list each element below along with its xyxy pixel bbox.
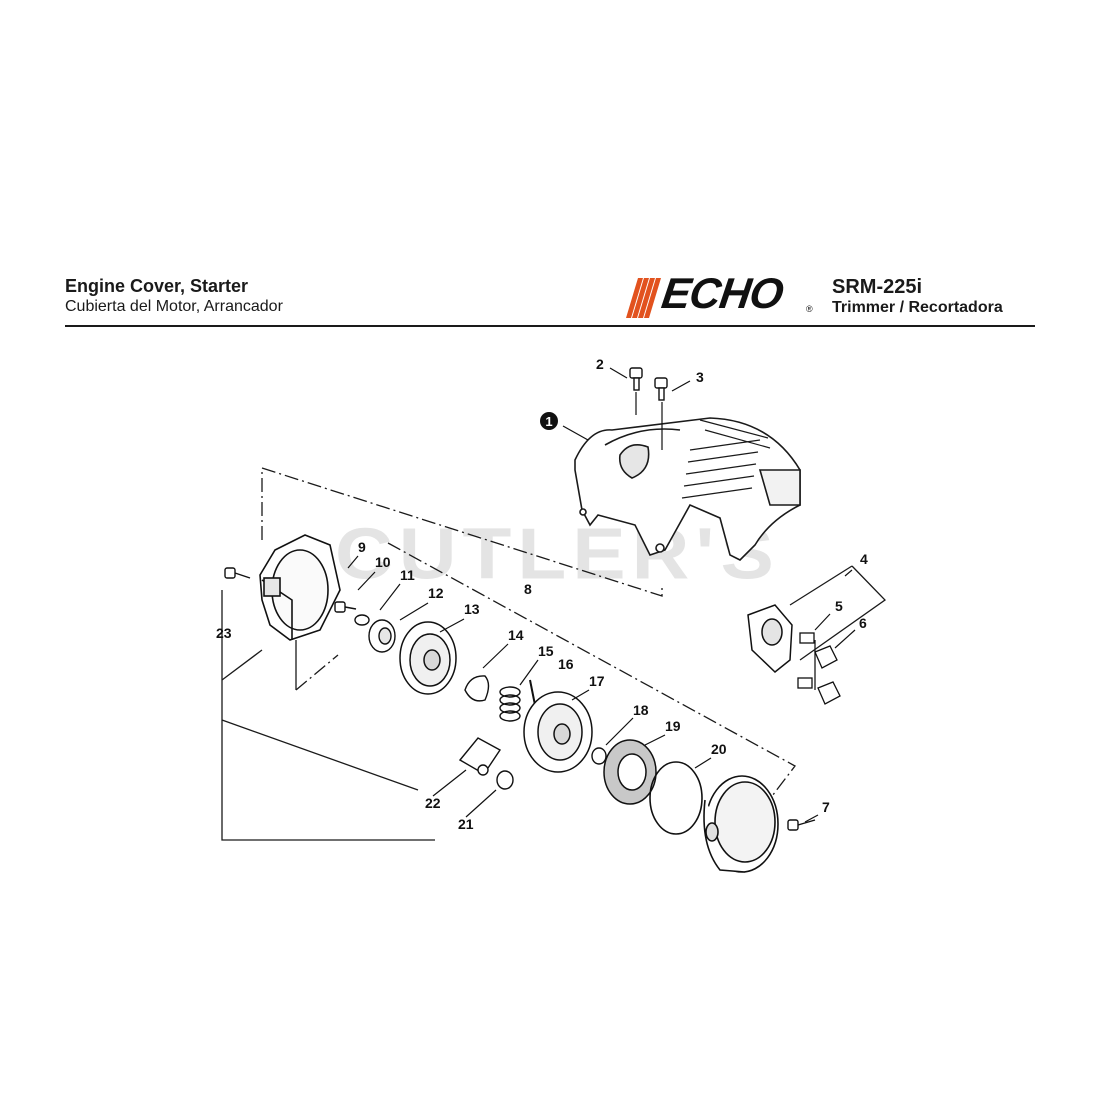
callout-8: 8: [524, 581, 532, 597]
starter-case: [259, 534, 341, 641]
spring-case-19: [603, 739, 657, 805]
callout-2: 2: [596, 356, 604, 372]
callout-13: 13: [464, 601, 480, 617]
callout-3: 3: [696, 369, 704, 385]
page-title: Engine Cover, Starter: [65, 276, 249, 296]
watermark: CUTLER'S: [335, 513, 780, 594]
assembly-guide-lines: [221, 467, 886, 841]
pawl-6: [814, 645, 841, 705]
washer-11: [354, 614, 370, 626]
grip-21: [496, 770, 514, 790]
callout-14: 14: [508, 627, 524, 643]
callout-21: 21: [458, 816, 474, 832]
callout-18: 18: [633, 702, 649, 718]
logo-stripes-icon: [626, 278, 661, 318]
callout-16: 16: [558, 656, 574, 672]
callout-19: 19: [665, 718, 681, 734]
registered-mark: ®: [806, 304, 813, 314]
callout-5: 5: [835, 598, 843, 614]
ring-20: [649, 761, 703, 835]
page-header: Engine Cover, Starter Cubierta del Motor…: [0, 0, 1100, 340]
callout-leaders: [347, 555, 856, 823]
header-rule: [65, 325, 1035, 327]
callout-15: 15: [538, 643, 554, 659]
callout-1-marker: [540, 412, 558, 430]
callout-11: 11: [400, 567, 415, 583]
callout-23: 23: [216, 625, 232, 641]
callout-9: 9: [358, 539, 366, 555]
callout-10: 10: [375, 554, 391, 570]
reel-13: [399, 621, 457, 695]
engine-cover: [574, 417, 801, 561]
callout-22: 22: [425, 795, 441, 811]
model-description: Trimmer / Recortadora: [832, 299, 1003, 316]
handle-22: [458, 737, 502, 776]
pawl-carrier-4: [747, 604, 793, 673]
screw-2: [629, 367, 643, 391]
callout-7: 7: [822, 799, 830, 815]
pulley-17: [523, 691, 593, 773]
bolt-23: [224, 567, 251, 579]
washer-18: [591, 747, 607, 765]
clip-14: [464, 675, 490, 702]
ratchet-12: [368, 619, 396, 653]
callout-17: 17: [589, 673, 605, 689]
model-number: SRM-225i: [832, 276, 923, 298]
callout-4: 4: [860, 551, 868, 567]
starter-cover: [703, 775, 779, 873]
spring-5: [797, 632, 815, 689]
echo-logo: ECHO ®: [624, 270, 824, 318]
page-subtitle: Cubierta del Motor, Arrancador: [65, 298, 283, 315]
screw-3: [654, 377, 668, 401]
screw-7: [787, 819, 816, 831]
callout-20: 20: [711, 741, 727, 757]
screw-10: [334, 601, 357, 613]
callout-6: 6: [859, 615, 867, 631]
callout-1: 1: [545, 414, 552, 429]
callout-12: 12: [428, 585, 444, 601]
spring-15: [499, 686, 521, 722]
